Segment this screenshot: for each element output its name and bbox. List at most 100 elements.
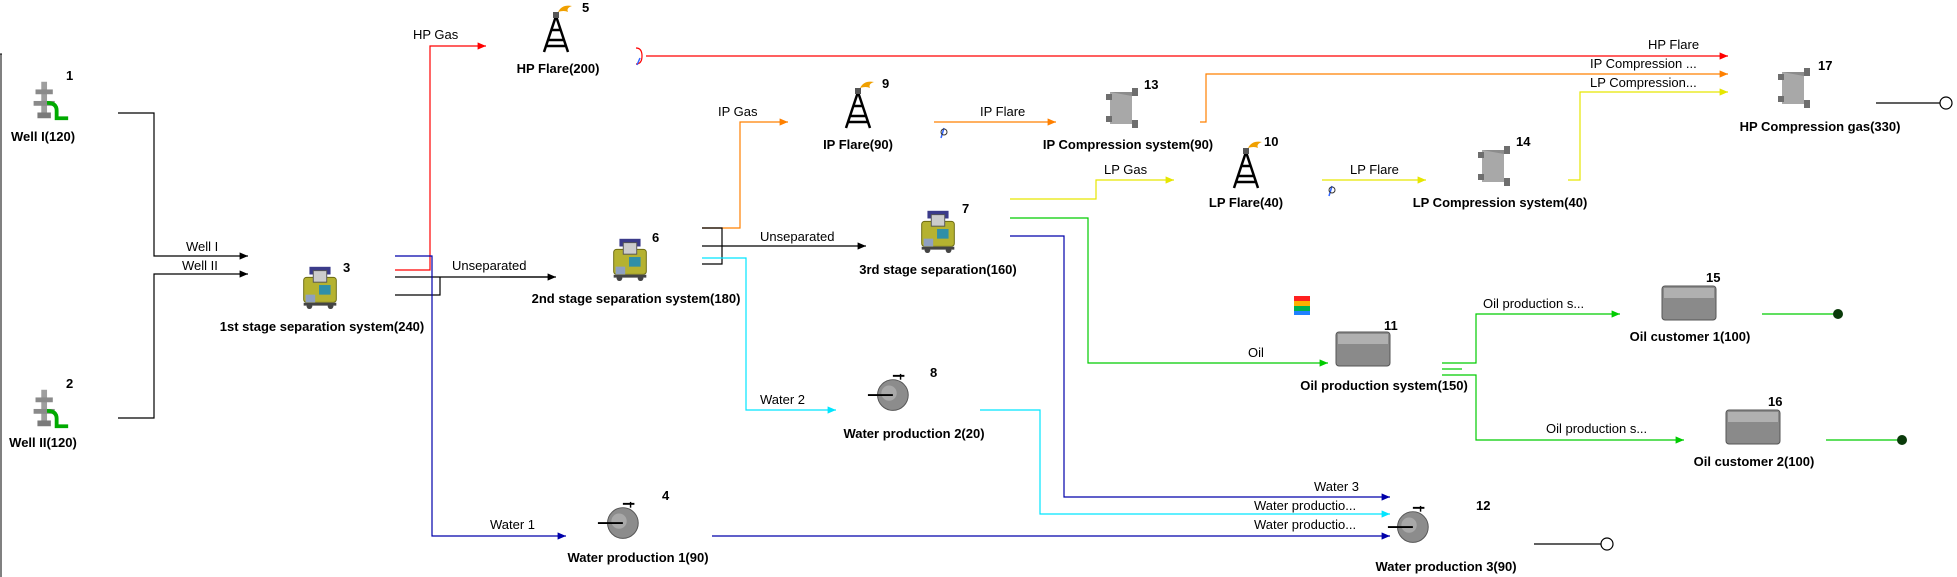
node-5[interactable]: 5 HP Flare(200) <box>517 0 600 76</box>
node-17[interactable]: 17 HP Compression gas(330) <box>1740 58 1901 134</box>
edge-label-hp-flare: HP Flare <box>1648 37 1699 52</box>
flare-icon[interactable] <box>844 80 876 130</box>
tank-icon[interactable] <box>1725 409 1781 445</box>
node-id-label: 17 <box>1818 58 1832 73</box>
tank-icon[interactable] <box>1661 285 1717 321</box>
node-label: Oil production system(150) <box>1300 378 1468 393</box>
node-id-label: 14 <box>1516 134 1531 149</box>
pump-icon[interactable] <box>1386 504 1430 544</box>
node-label: Water production 3(90) <box>1375 559 1516 574</box>
node-id-label: 12 <box>1476 498 1490 513</box>
edge-ip-flare[interactable] <box>934 118 1056 139</box>
edge-label-unseparated-2: Unseparated <box>760 229 834 244</box>
edge-label-lp-compression: LP Compression... <box>1590 75 1697 90</box>
well-icon[interactable] <box>31 387 71 429</box>
node-label: HP Compression gas(330) <box>1740 119 1901 134</box>
node-14[interactable]: 14 LP Compression system(40) <box>1413 134 1588 210</box>
edge-well1[interactable] <box>118 112 248 260</box>
node-id-label: 9 <box>882 76 889 91</box>
edge-hp-flare[interactable] <box>635 47 1728 66</box>
node-label: Oil customer 2(100) <box>1694 454 1815 469</box>
node-label: Well II(120) <box>9 435 77 450</box>
edge-label-well2: Well II <box>182 258 218 273</box>
frame-lines <box>0 53 2 577</box>
node-label: IP Flare(90) <box>823 137 893 152</box>
edge-water2[interactable] <box>702 257 836 414</box>
edge-label-oil: Oil <box>1248 345 1264 360</box>
well-icon[interactable] <box>31 79 71 121</box>
node-9[interactable]: 9 IP Flare(90) <box>823 76 893 152</box>
separator-icon[interactable] <box>612 237 648 282</box>
edge-water-production-a[interactable] <box>980 409 1390 518</box>
node-13[interactable]: 13 IP Compression system(90) <box>1043 77 1213 152</box>
node-id-label: 4 <box>662 488 670 503</box>
edge-oil-production-2[interactable] <box>1442 368 1684 444</box>
separator-icon[interactable] <box>920 209 956 254</box>
edge-unseparated-2[interactable] <box>702 227 866 265</box>
edge-lp-flare[interactable] <box>1322 176 1426 197</box>
pump-icon[interactable] <box>866 372 910 412</box>
compressor-icon[interactable] <box>1778 68 1810 108</box>
edge-water1[interactable] <box>395 255 566 540</box>
compressor-icon[interactable] <box>1478 146 1510 186</box>
edge-label-ip-gas: IP Gas <box>718 104 758 119</box>
edge-label-lp-flare: LP Flare <box>1350 162 1399 177</box>
node-id-label: 7 <box>962 201 969 216</box>
flare-icon[interactable] <box>1232 140 1264 190</box>
edge-oil[interactable] <box>1010 217 1328 367</box>
compressor-icon[interactable] <box>1106 88 1138 128</box>
edge-label-water-production-b: Water productio... <box>1254 517 1356 532</box>
node-id-label: 16 <box>1768 394 1782 409</box>
node-label: IP Compression system(90) <box>1043 137 1213 152</box>
node-label: Water production 1(90) <box>567 550 708 565</box>
node-label: 1st stage separation system(240) <box>220 319 424 334</box>
node-id-label: 5 <box>582 0 589 15</box>
tank-icon[interactable] <box>1335 331 1391 367</box>
edge-lp-gas[interactable] <box>1010 176 1174 200</box>
node-id-label: 2 <box>66 376 73 391</box>
edge-ip-compression[interactable] <box>1200 70 1728 123</box>
flare-icon[interactable] <box>542 4 574 54</box>
node-label: Water production 2(20) <box>843 426 984 441</box>
edge-label-ip-compression: IP Compression ... <box>1590 56 1697 71</box>
node-label: Well I(120) <box>11 129 75 144</box>
pump-icon[interactable] <box>596 500 640 540</box>
node-id-label: 10 <box>1264 134 1278 149</box>
color-legend-icon <box>1294 296 1310 315</box>
edge-unseparated-1[interactable] <box>395 273 556 296</box>
edge-well2[interactable] <box>118 270 248 419</box>
edge-label-unseparated-1: Unseparated <box>452 258 526 273</box>
edge-water3[interactable] <box>1010 235 1390 501</box>
edge-label-lp-gas: LP Gas <box>1104 162 1148 177</box>
edge-hp-gas[interactable] <box>395 42 486 271</box>
edge-customer2-out[interactable] <box>1826 435 1907 445</box>
node-label: Oil customer 1(100) <box>1630 329 1751 344</box>
edge-hp-compression-out[interactable] <box>1876 96 1953 110</box>
separator-icon[interactable] <box>302 265 338 310</box>
node-10[interactable]: 10 LP Flare(40) <box>1209 134 1283 210</box>
edge-water-production3-out[interactable] <box>1534 537 1614 551</box>
edge-lp-compression[interactable] <box>1568 88 1728 181</box>
edge-label-ip-flare: IP Flare <box>980 104 1025 119</box>
node-label: 2nd stage separation system(180) <box>532 291 741 306</box>
node-label: LP Compression system(40) <box>1413 195 1588 210</box>
node-id-label: 13 <box>1144 77 1158 92</box>
edge-customer1-out[interactable] <box>1762 309 1843 319</box>
node-label: LP Flare(40) <box>1209 195 1283 210</box>
edge-label-water-production-a: Water productio... <box>1254 498 1356 513</box>
edge-ip-gas[interactable] <box>702 118 788 229</box>
edge-oil-production-1[interactable] <box>1442 310 1620 364</box>
node-label: HP Flare(200) <box>517 61 600 76</box>
edge-label-oil-production-1: Oil production s... <box>1483 296 1584 311</box>
